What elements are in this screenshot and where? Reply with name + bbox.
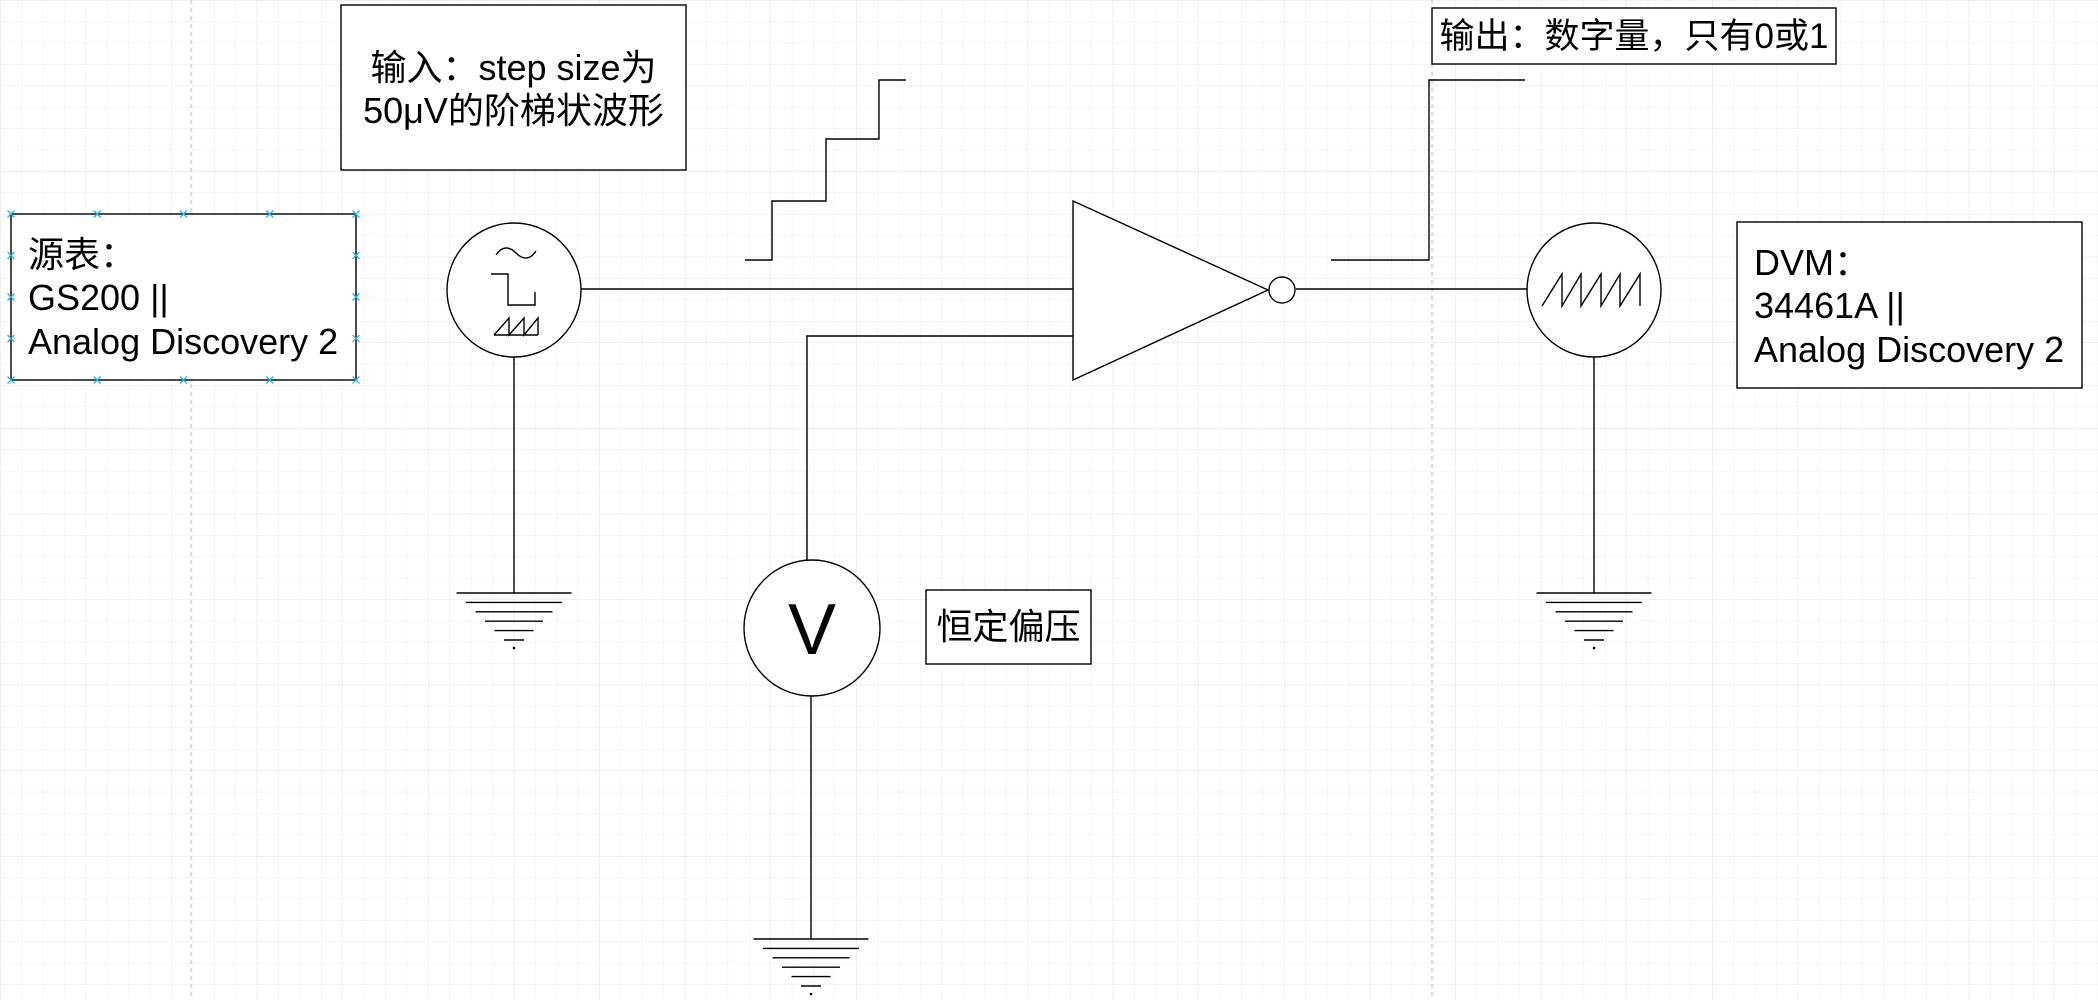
connection-point[interactable] (93, 210, 102, 218)
dvm-label-box[interactable] (1736, 221, 2083, 389)
bias-label-box[interactable] (925, 589, 1092, 665)
connection-point[interactable] (265, 210, 274, 218)
output-description-label[interactable]: 输出：数字量，只有0或1 (1431, 7, 1837, 65)
staircase-waveform-icon[interactable] (745, 79, 906, 261)
output-description-box[interactable] (1431, 7, 1837, 65)
input-description-line-2: 50μV的阶梯状波形 (363, 90, 664, 131)
voltmeter-icon[interactable]: V (743, 559, 881, 697)
source-meter-model: GS200 || (28, 277, 169, 318)
input-description-line-1: 输入：step size为 (370, 47, 656, 88)
ground-bars (1536, 592, 1652, 641)
inverting-output-bubble (1268, 276, 1296, 304)
signal-source-icon[interactable] (446, 222, 582, 358)
ground-icon[interactable] (753, 938, 869, 996)
bias-label[interactable]: 恒定偏压 (925, 589, 1092, 665)
dvm-alt-model: Analog Discovery 2 (1754, 329, 2064, 370)
sawtooth-wave-icon (493, 316, 539, 337)
sawtooth-meter-icon[interactable] (1526, 222, 1662, 358)
dvm-title: DVM： (1754, 242, 1870, 283)
connection-point[interactable] (7, 293, 15, 301)
dvm-body (1526, 222, 1662, 358)
connection-point[interactable] (7, 210, 15, 218)
connection-point[interactable] (352, 210, 360, 218)
connection-point[interactable] (7, 376, 15, 384)
connection-point[interactable] (7, 334, 15, 343)
ground-icon[interactable] (456, 592, 572, 650)
comparator-triangle (1072, 199, 1270, 382)
source-meter-title: 源表： (28, 234, 136, 275)
voltmeter-body (743, 559, 881, 697)
connection-point[interactable] (352, 376, 360, 384)
connection-points (7, 210, 360, 384)
input-description-box[interactable] (340, 4, 687, 171)
dvm-label[interactable]: DVM： 34461A || Analog Discovery 2 (1736, 221, 2083, 389)
ground-bars (456, 592, 572, 641)
square-wave-icon (491, 273, 536, 306)
ground-bars (753, 938, 869, 987)
connection-point[interactable] (265, 376, 274, 384)
ground-dot (1592, 646, 1596, 650)
ground-dot (512, 646, 516, 650)
signal-source-body (446, 222, 582, 358)
bias-wire[interactable] (806, 335, 1073, 560)
connection-point[interactable] (179, 376, 188, 384)
connection-point[interactable] (352, 293, 360, 301)
sine-wave-icon (495, 247, 537, 259)
source-meter-alt-model: Analog Discovery 2 (28, 321, 338, 362)
bias-label-text: 恒定偏压 (936, 606, 1080, 647)
connection-point[interactable] (93, 376, 102, 384)
output-description-text: 输出：数字量，只有0或1 (1440, 17, 1829, 56)
input-description-label[interactable]: 输入：step size为 50μV的阶梯状波形 (340, 4, 687, 171)
voltmeter-symbol: V (788, 590, 836, 670)
comparator-icon[interactable] (1072, 199, 1296, 382)
connection-point[interactable] (352, 334, 360, 343)
source-meter-label[interactable]: 源表： GS200 || Analog Discovery 2 (7, 210, 360, 384)
ground-icon[interactable] (1536, 592, 1652, 650)
dvm-model: 34461A || (1754, 285, 1905, 326)
digital-step-waveform-icon[interactable] (1331, 79, 1525, 261)
connection-point[interactable] (7, 251, 15, 260)
ground-dot (809, 992, 813, 996)
connection-point[interactable] (352, 251, 360, 260)
connection-point[interactable] (179, 210, 188, 218)
sawtooth-wave-icon (1541, 271, 1641, 309)
